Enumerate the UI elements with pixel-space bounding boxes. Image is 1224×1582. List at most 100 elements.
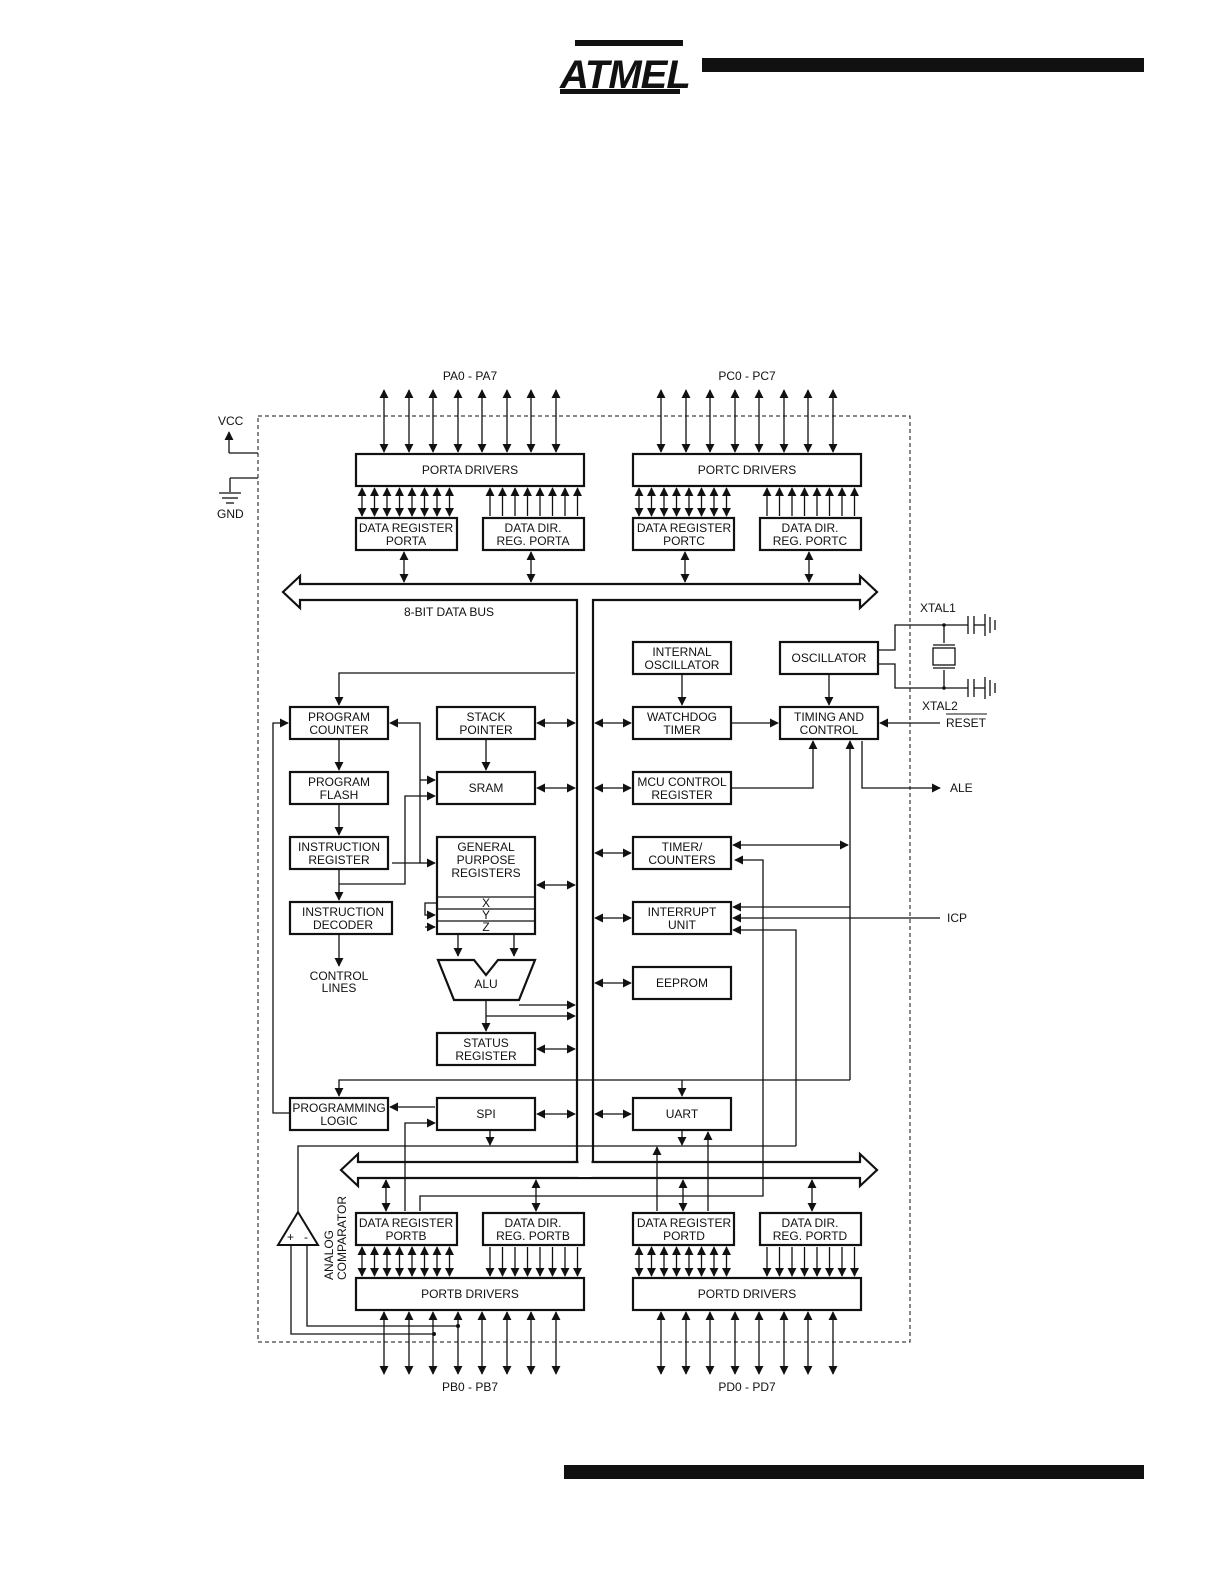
- status-register-block: [435, 1031, 537, 1067]
- gpr-x-label: X: [482, 896, 490, 910]
- program-counter-line1: PROGRAM: [308, 710, 370, 724]
- analog-comparator: + - ANALOG COMPARATOR: [276, 1145, 796, 1336]
- timing-and-control-line1: TIMING AND: [794, 710, 864, 724]
- analog-comparator-line1: ANALOG: [322, 1230, 336, 1280]
- uart-label: UART: [666, 1107, 699, 1121]
- timer-counters-line2: COUNTERS: [648, 853, 715, 867]
- data-dir-portb-line1: DATA DIR.: [505, 1216, 562, 1230]
- internal-oscillator-line1: INTERNAL: [652, 645, 712, 659]
- comparator-minus-label: -: [304, 1230, 308, 1244]
- icp-label: ICP: [947, 911, 967, 925]
- data-register-portd-block: [631, 1211, 736, 1247]
- programming-logic-line1: PROGRAMMING: [292, 1101, 385, 1115]
- header-rule: [702, 58, 1144, 72]
- gpr-line3: REGISTERS: [451, 866, 520, 880]
- data-dir-porta-line1: DATA DIR.: [505, 521, 562, 535]
- porta-pin-arrows: [379, 389, 561, 453]
- gnd-label: GND: [217, 507, 244, 521]
- ale-label: ALE: [950, 781, 973, 795]
- porta-pins-label: PA0 - PA7: [443, 369, 498, 383]
- data-bus-label: 8-BIT DATA BUS: [404, 605, 494, 619]
- program-flash-line2: FLASH: [320, 788, 359, 802]
- instruction-register-line1: INSTRUCTION: [298, 840, 380, 854]
- program-counter-block: [288, 705, 390, 741]
- sram-label: SRAM: [469, 781, 504, 795]
- driver-register-arrows: [357, 487, 860, 1277]
- watchdog-timer-line2: TIMER: [663, 723, 701, 737]
- general-purpose-registers-block: [435, 835, 537, 936]
- program-counter-line2: COUNTER: [309, 723, 369, 737]
- gpr-line2: PURPOSE: [457, 853, 516, 867]
- porta-drivers-label: PORTA DRIVERS: [422, 463, 518, 477]
- watchdog-timer-line1: WATCHDOG: [647, 710, 717, 724]
- data-register-portc-line2: PORTC: [663, 534, 705, 548]
- data-dir-portb-block: [481, 1211, 586, 1247]
- oscillator-label: OSCILLATOR: [792, 651, 867, 665]
- control-lines-line1: CONTROL: [310, 969, 369, 983]
- instruction-decoder-line1: INSTRUCTION: [302, 905, 384, 919]
- data-dir-portc-block: [758, 516, 863, 552]
- programming-logic-line2: LOGIC: [320, 1114, 358, 1128]
- program-flash-line1: PROGRAM: [308, 775, 370, 789]
- watchdog-timer-block: [631, 705, 733, 741]
- gpr-y-label: Y: [482, 908, 490, 922]
- alu-label: ALU: [474, 977, 497, 991]
- data-register-porta-line2: PORTA: [386, 534, 426, 548]
- gpr-z-label: Z: [482, 920, 489, 934]
- program-flash-block: [288, 770, 390, 806]
- data-dir-portd-line1: DATA DIR.: [782, 1216, 839, 1230]
- eeprom-label: EEPROM: [656, 976, 708, 990]
- data-dir-porta-line2: REG. PORTA: [497, 534, 570, 548]
- porta-drivers-block: [354, 452, 586, 488]
- portc-pin-arrows: [656, 389, 838, 453]
- sram-block: [435, 770, 537, 806]
- timing-and-control-block: [778, 705, 880, 741]
- mcu-control-register-line1: MCU CONTROL: [637, 775, 727, 789]
- reset-label: RESET: [946, 716, 987, 730]
- status-register-line2: REGISTER: [455, 1049, 517, 1063]
- timing-and-control-line2: CONTROL: [800, 723, 859, 737]
- data-dir-portc-line1: DATA DIR.: [782, 521, 839, 535]
- mcu-control-register-line2: REGISTER: [651, 788, 713, 802]
- portb-drivers-label: PORTB DRIVERS: [421, 1287, 519, 1301]
- oscillator-block: [778, 640, 880, 676]
- interrupt-unit-line2: UNIT: [668, 918, 697, 932]
- data-register-portd-line2: PORTD: [663, 1229, 705, 1243]
- data-dir-portd-line2: REG. PORTD: [773, 1229, 848, 1243]
- timer-counters-line1: TIMER/: [662, 840, 703, 854]
- portc-pins-label: PC0 - PC7: [718, 369, 776, 383]
- data-bus-lower: [339, 1151, 879, 1189]
- stack-pointer-line1: STACK: [466, 710, 505, 724]
- data-register-porta-block: [354, 516, 459, 552]
- interrupt-unit-line1: INTERRUPT: [648, 905, 717, 919]
- stack-pointer-line2: POINTER: [459, 723, 513, 737]
- spi-label: SPI: [476, 1107, 495, 1121]
- data-register-portb-block: [354, 1211, 459, 1247]
- portd-drivers-block: [631, 1276, 863, 1312]
- internal-oscillator-line2: OSCILLATOR: [645, 658, 720, 672]
- data-dir-porta-block: [481, 516, 586, 552]
- chip-boundary: [257, 415, 911, 1343]
- data-dir-portc-line2: REG. PORTC: [773, 534, 848, 548]
- portc-drivers-block: [631, 452, 863, 488]
- status-register-line1: STATUS: [463, 1036, 509, 1050]
- data-register-portb-line2: PORTB: [385, 1229, 426, 1243]
- interrupt-unit-block: [631, 900, 733, 936]
- footer-rule: [564, 1465, 1144, 1479]
- portb-pins-label: PB0 - PB7: [442, 1380, 498, 1394]
- data-register-portc-block: [631, 516, 736, 552]
- data-bus-upper: [281, 573, 879, 1165]
- alu-block: [436, 958, 537, 1002]
- instruction-register-line2: REGISTER: [308, 853, 370, 867]
- data-dir-portd-block: [758, 1211, 863, 1247]
- vcc-gnd-pins: VCC GND: [217, 414, 258, 521]
- portd-pin-arrows: [656, 1311, 838, 1375]
- mcu-control-register-block: [631, 770, 733, 806]
- vcc-label: VCC: [218, 414, 244, 428]
- portc-drivers-label: PORTC DRIVERS: [698, 463, 796, 477]
- instruction-decoder-line2: DECODER: [313, 918, 373, 932]
- analog-comparator-line2: COMPARATOR: [335, 1196, 349, 1280]
- data-register-portb-line1: DATA REGISTER: [359, 1216, 454, 1230]
- instruction-register-block: [288, 835, 390, 871]
- programming-logic-block: [288, 1096, 390, 1132]
